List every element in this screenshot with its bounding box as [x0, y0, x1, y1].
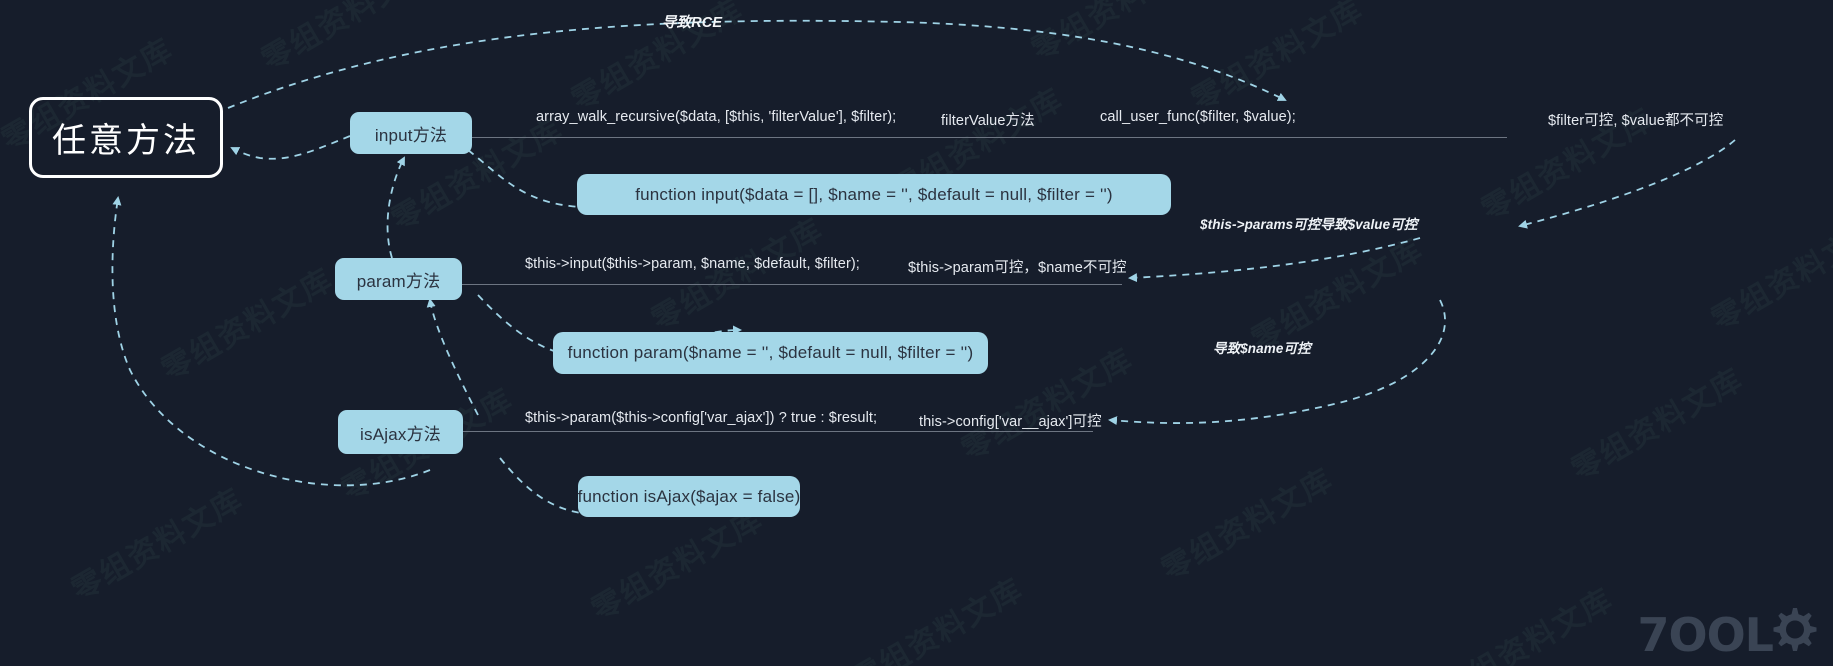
node-root-any-method[interactable]: 任意方法: [29, 97, 223, 178]
annotation-params-controllable: $this->params可控导致$value可控: [1200, 217, 1418, 232]
node-isajax-method[interactable]: isAjax方法: [338, 410, 463, 454]
codebox-param-label: function param($name = '', $default = nu…: [567, 343, 974, 362]
label-input-code: array_walk_recursive($data, [$this, 'fil…: [536, 109, 897, 125]
edge-rce-note-to-params: [1518, 139, 1736, 229]
edge-name-to-isajax-row: [1108, 299, 1446, 426]
node-input-label: input方法: [374, 125, 448, 145]
edge-input-to-input-sig: [467, 149, 692, 209]
label-call-user-func: call_user_func($filter, $value);: [1100, 109, 1296, 125]
codebox-input-signature[interactable]: function input($data = [], $name = '', $…: [577, 174, 1171, 215]
codebox-isajax-label: function isAjax($ajax = false): [577, 486, 801, 506]
codebox-isajax-signature[interactable]: function isAjax($ajax = false): [578, 476, 800, 517]
node-input-method[interactable]: input方法: [350, 112, 472, 154]
codebox-input-label: function input($data = [], $name = '', $…: [635, 184, 1113, 204]
line-isajax-row: [463, 431, 1093, 432]
label-filtervalue-method: filterValue方法: [941, 113, 1035, 129]
label-isajax-note: this->config['var__ajax']可控: [919, 414, 1102, 430]
label-param-note: $this->param可控，$name不可控: [908, 260, 1127, 276]
codebox-param-signature[interactable]: function param($name = '', $default = nu…: [553, 332, 988, 374]
node-root-label: 任意方法: [52, 122, 200, 160]
edge-param-to-input: [386, 156, 405, 259]
label-isajax-code: $this->param($this->config['var_ajax']) …: [525, 410, 878, 426]
label-top-rce: 导致RCE: [662, 15, 723, 31]
annotation-name-controllable: 导致$name可控: [1213, 341, 1311, 356]
line-param-row: [462, 284, 1122, 285]
edge-params-to-param-row: [1128, 237, 1421, 283]
edge-input-to-root: [230, 135, 351, 160]
node-param-label: param方法: [356, 271, 441, 291]
label-input-note: $filter可控, $value都不可控: [1548, 113, 1724, 129]
node-isajax-label: isAjax方法: [360, 424, 441, 444]
edge-root-to-rce: [227, 19, 1287, 109]
edge-isajax-to-param: [426, 298, 479, 416]
line-input-row: [472, 137, 1507, 138]
node-param-method[interactable]: param方法: [335, 258, 462, 300]
label-param-code: $this->input($this->param, $name, $defau…: [525, 256, 860, 272]
